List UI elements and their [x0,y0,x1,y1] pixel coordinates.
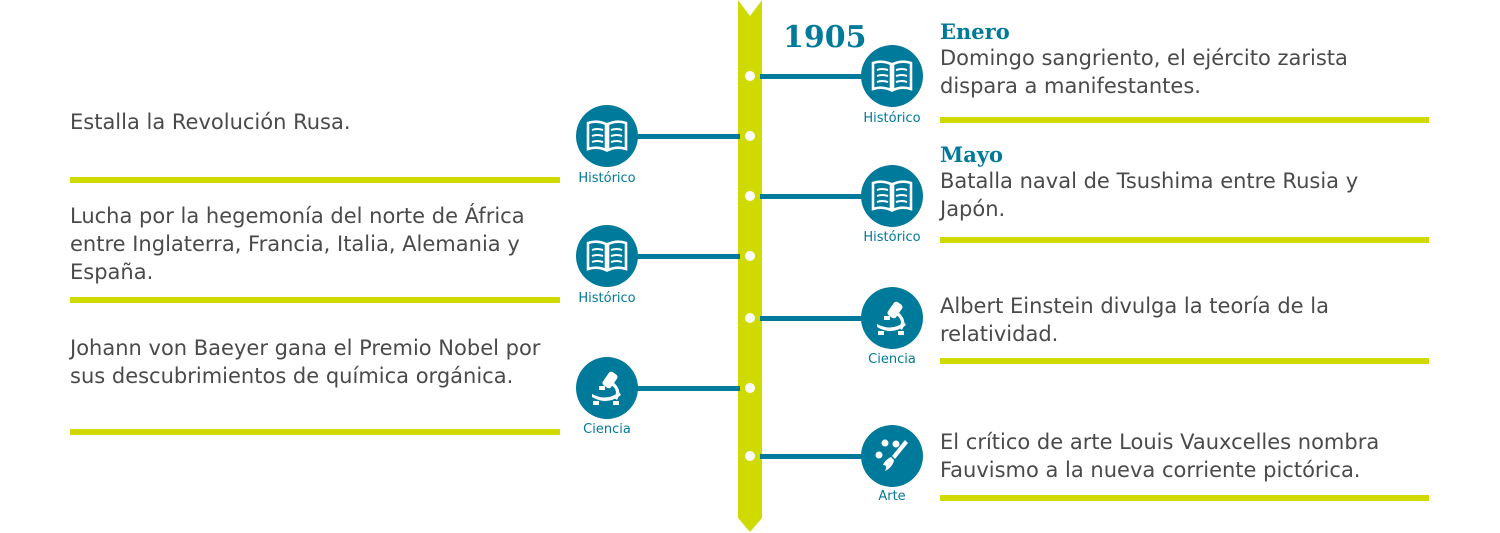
category-label: Arte [878,489,906,504]
timeline-dot [745,251,755,261]
event-underline [70,429,560,435]
event-text: Batalla naval de Tsushima entre Rusia y … [940,169,1359,221]
category-label: Histórico [578,171,636,186]
month-label: Enero [940,19,1010,44]
event-underline [70,297,560,303]
connector-line [760,194,864,199]
category-label: Histórico [863,230,921,245]
connector-line [760,316,864,321]
timeline-spine [738,0,762,532]
event-text: Albert Einstein divulga la teoría de la … [940,294,1329,346]
book-icon [861,165,923,227]
connector-line [636,134,740,139]
connector-line [636,386,740,391]
book-icon [861,45,923,107]
category-label: Histórico [578,291,636,306]
book-icon [576,225,638,287]
palette-icon [861,425,923,487]
event-underline [940,117,1429,123]
event-underline [940,358,1429,364]
timeline-dot [745,313,755,323]
connector-line [760,74,864,79]
event-text: Domingo sangriento, el ejército zarista … [940,46,1348,98]
event-text: Estalla la Revolución Rusa. [70,110,351,134]
microscope-icon [576,357,638,419]
event-text: Johann von Baeyer gana el Premio Nobel p… [70,336,541,388]
timeline-dot [745,131,755,141]
timeline-dot [745,191,755,201]
connector-line [760,454,864,459]
month-label: Mayo [940,142,1004,167]
year-label: 1905 [783,20,867,55]
microscope-icon [861,287,923,349]
timeline-dot [745,451,755,461]
category-label: Histórico [863,111,921,126]
event-underline [70,177,560,183]
timeline-dot [745,71,755,81]
event-text: Lucha por la hegemonía del norte de Áfri… [70,204,525,284]
event-underline [940,237,1429,243]
category-label: Ciencia [868,352,916,367]
connector-line [636,254,740,259]
category-label: Ciencia [583,422,631,437]
event-text: El crítico de arte Louis Vauxcelles nomb… [940,430,1380,482]
event-underline [940,495,1429,501]
book-icon [576,105,638,167]
timeline-dot [745,383,755,393]
